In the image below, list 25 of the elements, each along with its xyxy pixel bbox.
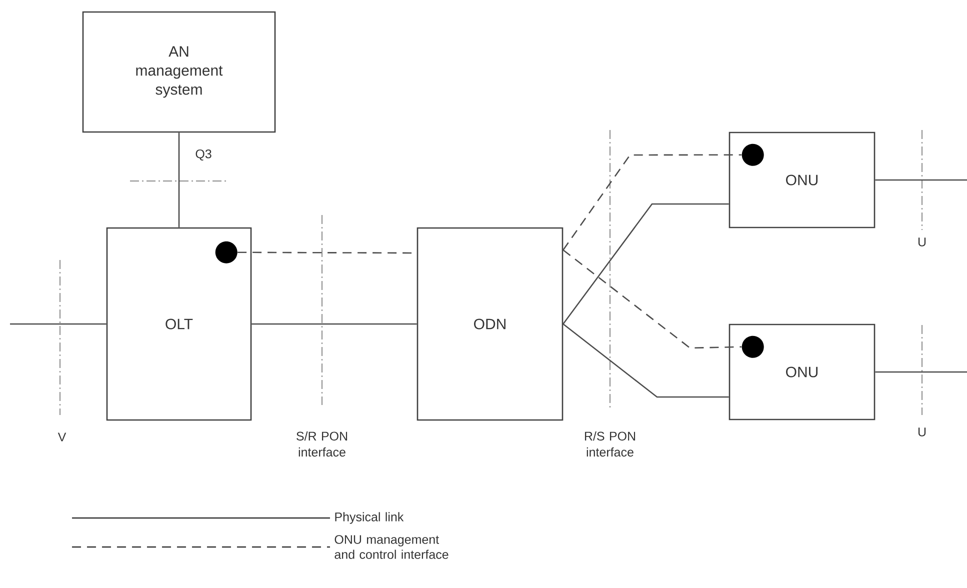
interface-label: R/S PON interface xyxy=(585,431,636,457)
dot xyxy=(742,336,764,358)
dot xyxy=(215,241,238,264)
equipment-box: ODN xyxy=(416,227,564,421)
interface-label: S/R PON interface xyxy=(296,431,348,457)
dashed-link xyxy=(562,249,742,349)
dashed-link xyxy=(562,154,742,250)
interface-label: V xyxy=(58,432,66,442)
interface-label: U xyxy=(918,428,926,436)
link-line xyxy=(178,132,180,228)
equipment-box: ONU xyxy=(728,132,876,228)
link-line xyxy=(875,179,967,181)
equipment-box: OLT xyxy=(106,227,252,421)
interface-label: U xyxy=(918,238,926,246)
dot xyxy=(742,144,764,166)
link-line xyxy=(252,323,417,325)
link-line xyxy=(10,323,106,325)
legend-label: ONU management and control interface xyxy=(334,535,448,559)
legend-label: Physical link xyxy=(335,512,404,524)
link-line xyxy=(875,371,967,373)
link-line xyxy=(562,323,729,398)
interface-label: Q3 xyxy=(196,149,212,161)
system-box: AN management system xyxy=(82,11,276,133)
link-line xyxy=(562,203,729,324)
equipment-box: ONU xyxy=(728,324,876,420)
